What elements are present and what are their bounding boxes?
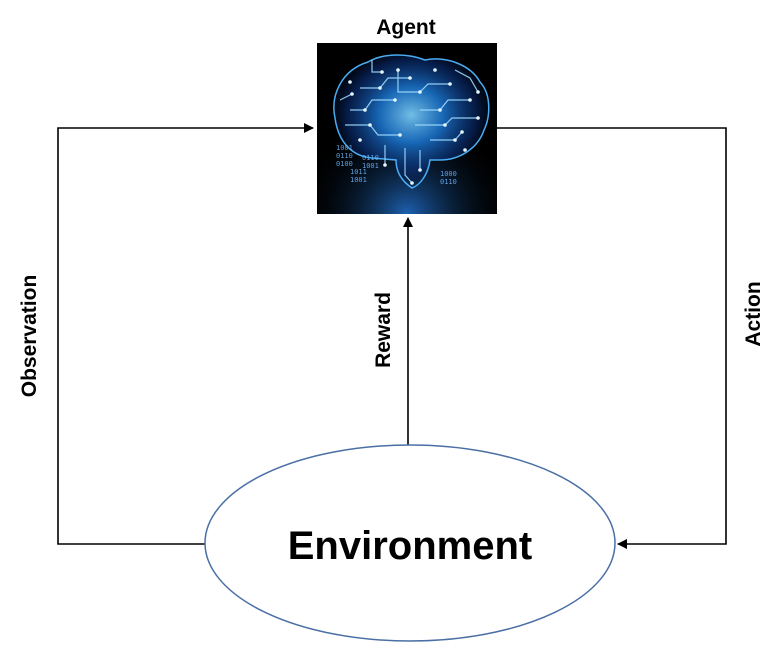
binary-digit-text: 1001 bbox=[336, 144, 353, 152]
circuit-node bbox=[443, 123, 447, 127]
circuit-node bbox=[418, 168, 422, 172]
circuit-trace bbox=[371, 60, 382, 73]
reward-label: Reward bbox=[372, 292, 395, 368]
circuit-node bbox=[463, 148, 467, 152]
circuit-trace bbox=[415, 117, 478, 126]
circuit-node bbox=[448, 82, 452, 86]
binary-digit-text: 1011 bbox=[350, 168, 367, 176]
circuit-trace bbox=[345, 124, 400, 136]
circuit-node bbox=[438, 108, 442, 112]
circuit-node bbox=[348, 80, 352, 84]
circuit-node bbox=[350, 92, 354, 96]
circuit-node bbox=[383, 163, 387, 167]
circuit-trace bbox=[420, 99, 470, 111]
binary-digit-text: 0100 bbox=[336, 160, 353, 168]
binary-digit-text: 1001 bbox=[350, 176, 367, 184]
environment-node bbox=[204, 444, 616, 642]
circuit-trace bbox=[454, 69, 479, 93]
circuit-node bbox=[358, 138, 362, 142]
circuit-node bbox=[396, 68, 400, 72]
circuit-node bbox=[368, 123, 372, 127]
circuit-node bbox=[460, 130, 464, 134]
circuit-node bbox=[453, 138, 457, 142]
circuit-node bbox=[398, 133, 402, 137]
observation-label: Observation bbox=[18, 275, 41, 398]
binary-digit-text: 0110 bbox=[440, 178, 457, 186]
circuit-trace bbox=[339, 93, 353, 101]
binary-digit-text: 0110 bbox=[362, 154, 379, 162]
action-label: Action bbox=[742, 281, 765, 346]
circuit-trace bbox=[404, 148, 413, 184]
circuit-node bbox=[380, 70, 384, 74]
circuit-trace bbox=[360, 77, 410, 89]
circuit-node bbox=[476, 116, 480, 120]
observation-arrow bbox=[57, 123, 314, 545]
circuit-trace bbox=[350, 99, 395, 111]
environment-label: Environment bbox=[288, 524, 532, 568]
circuit-node bbox=[410, 181, 414, 185]
binary-digit-text: 1000 bbox=[440, 170, 457, 178]
agent-label: Agent bbox=[376, 16, 436, 39]
binary-digit-text: 1001 bbox=[362, 162, 379, 170]
action-arrow bbox=[497, 127, 727, 549]
circuit-node bbox=[408, 76, 412, 80]
circuit-node bbox=[433, 68, 437, 72]
circuit-node bbox=[393, 98, 397, 102]
circuit-node bbox=[468, 98, 472, 102]
circuit-node bbox=[476, 90, 480, 94]
circuit-node bbox=[363, 108, 367, 112]
binary-digit-text: 0110 bbox=[336, 152, 353, 160]
circuit-node bbox=[378, 86, 382, 90]
circuit-node bbox=[418, 90, 422, 94]
